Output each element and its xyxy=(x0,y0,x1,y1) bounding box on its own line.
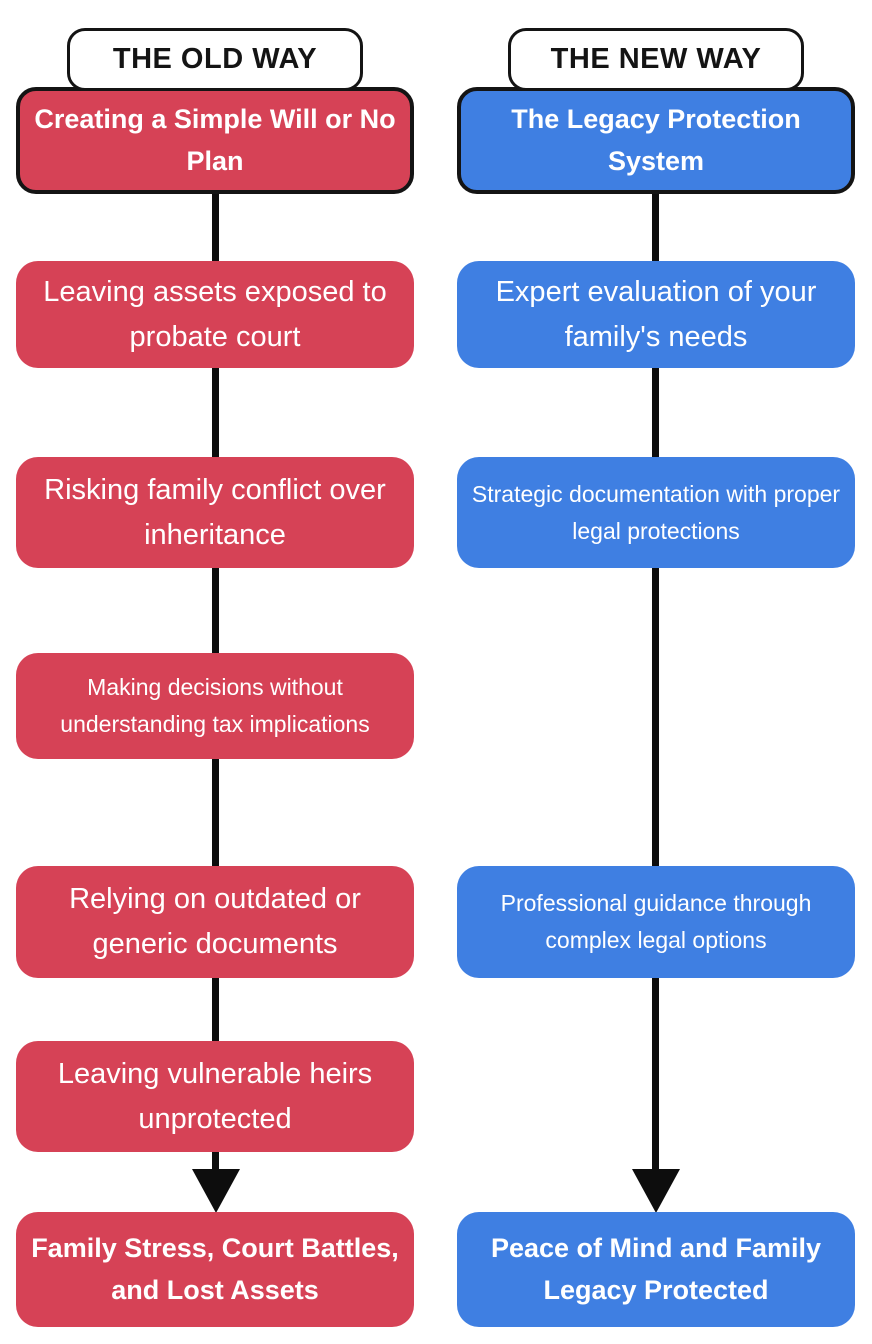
new-way-step-label: Professional guidance through complex le… xyxy=(500,890,812,953)
old-way-step-box: Leaving vulnerable heirs unprotected xyxy=(16,1041,414,1152)
new-flow-connector-line xyxy=(652,150,659,1178)
new-way-title-box: The Legacy Protection System xyxy=(457,87,855,194)
old-way-title-box: Creating a Simple Will or No Plan xyxy=(16,87,414,194)
new-way-header-pill: THE NEW WAY xyxy=(508,28,804,91)
old-way-header-label: THE OLD WAY xyxy=(112,43,318,75)
new-way-step-label: Expert evaluation of your family's needs xyxy=(495,275,817,353)
new-way-header-label: THE NEW WAY xyxy=(550,43,762,75)
old-way-step-label: Leaving assets exposed to probate court xyxy=(43,275,387,353)
old-way-step-label: Making decisions without understanding t… xyxy=(60,674,370,737)
old-way-step-box: Leaving assets exposed to probate court xyxy=(16,261,414,368)
old-way-step-box: Risking family conflict over inheritance xyxy=(16,457,414,568)
old-way-title-label: Creating a Simple Will or No Plan xyxy=(34,103,396,176)
new-way-step-label: Strategic documentation with proper lega… xyxy=(471,480,841,544)
old-way-result-label: Family Stress, Court Battles, and Lost A… xyxy=(31,1232,399,1305)
new-way-step-box: Expert evaluation of your family's needs xyxy=(457,261,855,368)
new-way-result-label: Peace of Mind and Family Legacy Protecte… xyxy=(490,1232,822,1305)
new-way-result-box: Peace of Mind and Family Legacy Protecte… xyxy=(457,1212,855,1327)
old-way-step-label: Relying on outdated or generic documents xyxy=(69,883,361,960)
old-way-header-pill: THE OLD WAY xyxy=(67,28,363,91)
old-way-step-box: Relying on outdated or generic documents xyxy=(16,866,414,978)
new-arrowhead-icon xyxy=(632,1169,680,1213)
old-way-step-label: Leaving vulnerable heirs unprotected xyxy=(57,1057,373,1135)
old-way-step-box: Making decisions without understanding t… xyxy=(16,653,414,759)
old-arrowhead-icon xyxy=(192,1169,240,1213)
new-way-step-box: Professional guidance through complex le… xyxy=(457,866,855,978)
old-way-step-label: Risking family conflict over inheritance xyxy=(44,473,386,551)
old-way-result-box: Family Stress, Court Battles, and Lost A… xyxy=(16,1212,414,1327)
new-way-title-label: The Legacy Protection System xyxy=(511,103,801,176)
new-way-step-box: Strategic documentation with proper lega… xyxy=(457,457,855,568)
